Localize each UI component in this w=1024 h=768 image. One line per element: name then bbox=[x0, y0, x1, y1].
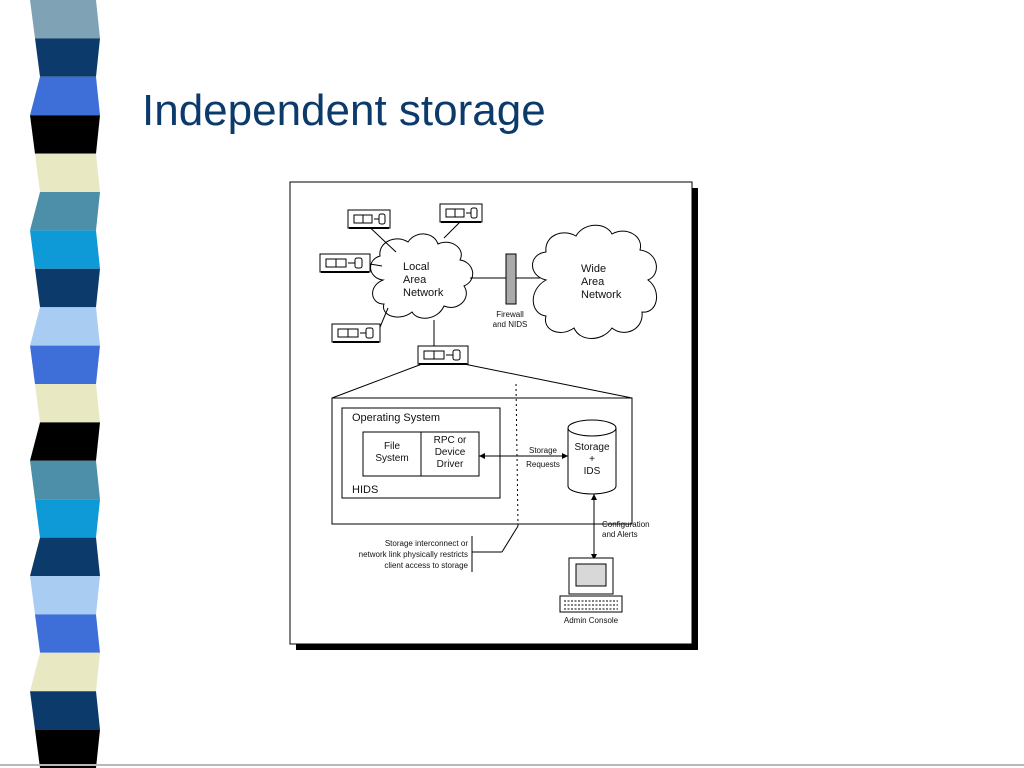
stripe-band bbox=[30, 345, 100, 384]
firewall-icon bbox=[505, 253, 517, 305]
stripe-band bbox=[30, 422, 100, 461]
isolation-boundary bbox=[515, 383, 519, 527]
stripe-band bbox=[35, 384, 100, 423]
stripe-band bbox=[30, 192, 100, 231]
stripe-band bbox=[30, 115, 100, 154]
wan-cloud bbox=[532, 224, 657, 339]
stripe-band bbox=[30, 460, 100, 500]
stripe-band bbox=[30, 576, 100, 615]
stripe-band bbox=[35, 499, 100, 538]
stripe-band bbox=[35, 268, 100, 308]
storage-ids-label: Storage+IDS bbox=[574, 442, 609, 477]
admin-console-icon bbox=[559, 557, 623, 613]
admin-console-label: Admin Console bbox=[564, 616, 619, 625]
stripe-band bbox=[30, 307, 100, 346]
stripe-band bbox=[35, 38, 100, 77]
computer-icon bbox=[347, 209, 391, 229]
stripe-band bbox=[35, 153, 100, 192]
decorative-stripe bbox=[30, 0, 100, 768]
storage-cylinder bbox=[567, 428, 617, 495]
stripe-band bbox=[30, 691, 100, 730]
stripe-band bbox=[30, 0, 100, 39]
host-computer-icon bbox=[417, 345, 469, 365]
stripe-band bbox=[35, 614, 100, 653]
slide-title: Independent storage bbox=[142, 86, 546, 135]
stripe-band bbox=[30, 76, 100, 116]
os-label: Operating System bbox=[352, 412, 440, 424]
stripe-band bbox=[30, 652, 100, 692]
stripe-band bbox=[35, 729, 100, 768]
computer-icon bbox=[439, 203, 483, 223]
lan-cloud bbox=[370, 233, 474, 319]
computer-icon bbox=[319, 253, 371, 273]
hids-label: HIDS bbox=[352, 484, 378, 496]
stripe-band bbox=[30, 537, 100, 576]
stripe-band bbox=[30, 230, 100, 269]
bottom-rule bbox=[0, 764, 1024, 766]
computer-icon bbox=[331, 323, 381, 343]
